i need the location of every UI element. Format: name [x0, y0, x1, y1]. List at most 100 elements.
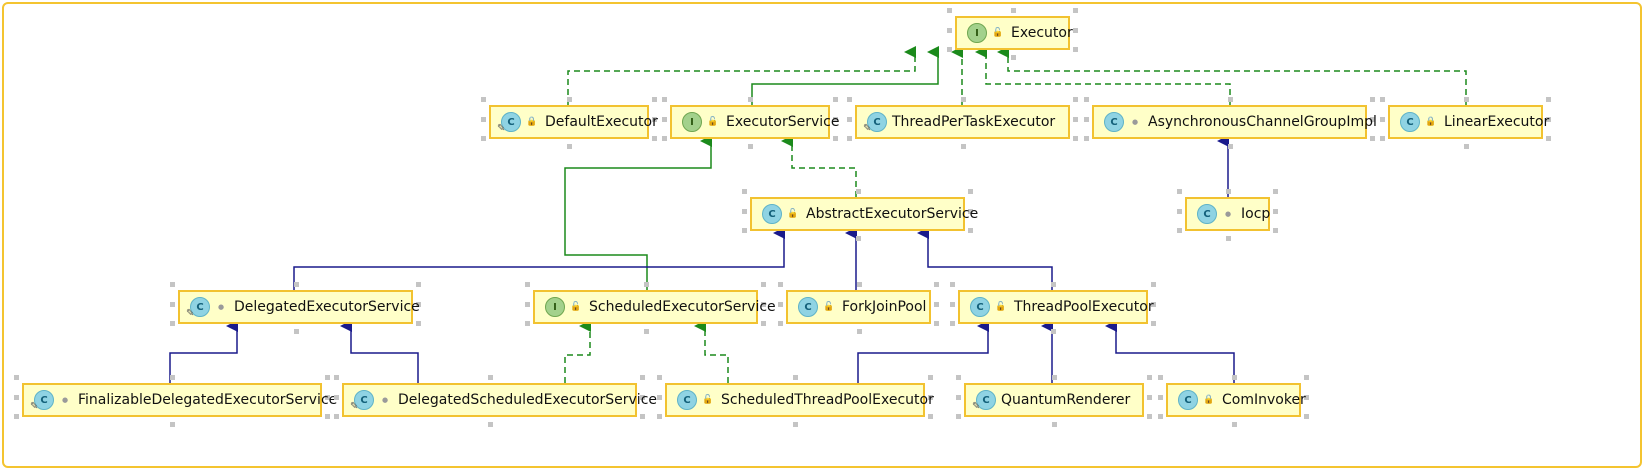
selection-handle [481, 136, 486, 141]
selection-handle [525, 282, 530, 287]
node-executor[interactable]: I🔓Executor [948, 9, 1077, 57]
selection-handle [934, 282, 939, 287]
selection-handle [1177, 228, 1182, 233]
selection-handle [1380, 97, 1385, 102]
selection-handle [761, 282, 766, 287]
selection-handle [847, 117, 852, 122]
node-abstract-executor-service[interactable]: C🔓AbstractExecutorService [743, 190, 978, 238]
selection-handle [950, 302, 955, 307]
node-delegated-scheduled[interactable]: C✎●DelegatedScheduledExecutorService [335, 376, 657, 424]
node-thread-per-task[interactable]: C✎ThreadPerTaskExecutor [848, 98, 1077, 146]
selection-handle [1231, 375, 1237, 380]
edge-extends [293, 227, 785, 290]
node-label: QuantumRenderer [1001, 392, 1131, 408]
selection-handle [833, 117, 838, 122]
node-thread-pool-executor[interactable]: C🔓ThreadPoolExecutor [951, 283, 1155, 331]
node-async-channel-group[interactable]: C ● AsynchronousChannelGroupImpl [1085, 98, 1377, 146]
edge-extends-interface [751, 46, 939, 105]
node-label: LinearExecutor [1444, 114, 1550, 130]
selection-handle [170, 422, 175, 427]
selection-handle [481, 97, 486, 102]
selection-handle [1010, 8, 1016, 13]
selection-handle [1151, 282, 1156, 287]
public-unlock-icon: 🔓 [787, 209, 799, 219]
selection-handle [1073, 8, 1078, 13]
selection-handle [293, 282, 299, 287]
selection-handle [1380, 117, 1385, 122]
node-label: Executor [1011, 25, 1073, 41]
node-scheduled-executor-service[interactable]: I🔓ScheduledExecutorService [526, 283, 776, 331]
node-label: ExecutorService [726, 114, 840, 130]
node-fork-join-pool[interactable]: C🔓ForkJoinPool [779, 283, 938, 331]
node-label: DefaultExecutor [545, 114, 658, 130]
private-lock-icon: 🔒 [1425, 117, 1437, 127]
abstract-marker-icon: ✎ [497, 123, 506, 134]
selection-handle [761, 321, 766, 326]
selection-handle [1370, 97, 1375, 102]
selection-handle [1225, 236, 1231, 241]
selection-handle [652, 97, 657, 102]
edge-implements [781, 135, 857, 197]
selection-handle [1273, 228, 1278, 233]
selection-handle [1147, 414, 1152, 419]
selection-handle [1073, 97, 1078, 102]
selection-handle [956, 395, 961, 400]
selection-handle [567, 144, 572, 149]
selection-handle [170, 282, 175, 287]
node-delegated-executor-service[interactable]: C✎●DelegatedExecutorService [171, 283, 420, 331]
selection-handle [325, 395, 330, 400]
node-scheduled-thread-pool[interactable]: C🔓ScheduledThreadPoolExecutor [658, 376, 934, 424]
node-iocp[interactable]: C●Iocp [1178, 190, 1277, 238]
node-linear-executor[interactable]: C🔒LinearExecutor [1381, 98, 1550, 146]
public-unlock-icon: 🔓 [570, 302, 582, 312]
selection-handle [748, 97, 753, 102]
class-icon: C✎ [497, 112, 521, 134]
class-icon: C✎ [350, 390, 374, 412]
node-com-invoker[interactable]: C🔒ComInvoker [1159, 376, 1308, 424]
selection-handle [847, 136, 852, 141]
selection-handle [793, 375, 798, 380]
edge-implements [564, 320, 591, 383]
selection-handle [657, 414, 662, 419]
selection-handle [643, 329, 649, 334]
selection-handle [1073, 117, 1078, 122]
selection-handle [928, 414, 933, 419]
selection-handle [856, 329, 862, 334]
selection-handle [1231, 422, 1237, 427]
node-label: AsynchronousChannelGroupImpl [1148, 114, 1377, 130]
selection-handle [778, 282, 783, 287]
selection-handle [14, 375, 19, 380]
selection-handle [662, 117, 667, 122]
selection-handle [1147, 375, 1152, 380]
node-quantum-renderer[interactable]: C✎QuantumRenderer [957, 376, 1151, 424]
selection-handle [1380, 136, 1385, 141]
node-executor-service[interactable]: I🔓ExecutorService [663, 98, 839, 146]
package-dot-icon: ● [1131, 118, 1139, 126]
package-dot-icon: ● [381, 396, 389, 404]
selection-handle [640, 395, 645, 400]
selection-handle [1073, 47, 1078, 52]
selection-handle [640, 375, 645, 380]
node-default-executor[interactable]: C✎🔒DefaultExecutor [482, 98, 658, 146]
class-icon: C [1104, 112, 1124, 132]
node-label: ThreadPoolExecutor [1014, 299, 1154, 315]
abstract-marker-icon: ✎ [350, 401, 359, 412]
selection-handle [956, 375, 961, 380]
abstract-marker-icon: ✎ [186, 308, 195, 319]
node-label: AbstractExecutorService [806, 206, 979, 222]
node-label: ThreadPerTaskExecutor [892, 114, 1056, 130]
selection-handle [487, 422, 493, 427]
selection-handle [1304, 375, 1309, 380]
node-label: ScheduledExecutorService [589, 299, 776, 315]
edge-implements [997, 46, 1467, 105]
edge-implements [694, 320, 729, 383]
selection-handle [761, 302, 766, 307]
node-finalizable-delegated[interactable]: C✎●FinalizableDelegatedExecutorService [15, 376, 337, 424]
selection-handle [1463, 97, 1469, 102]
selection-handle [742, 228, 747, 233]
edge-implements [567, 46, 916, 105]
abstract-marker-icon: ✎ [863, 123, 872, 134]
node-label: ComInvoker [1222, 392, 1306, 408]
selection-handle [856, 282, 862, 287]
